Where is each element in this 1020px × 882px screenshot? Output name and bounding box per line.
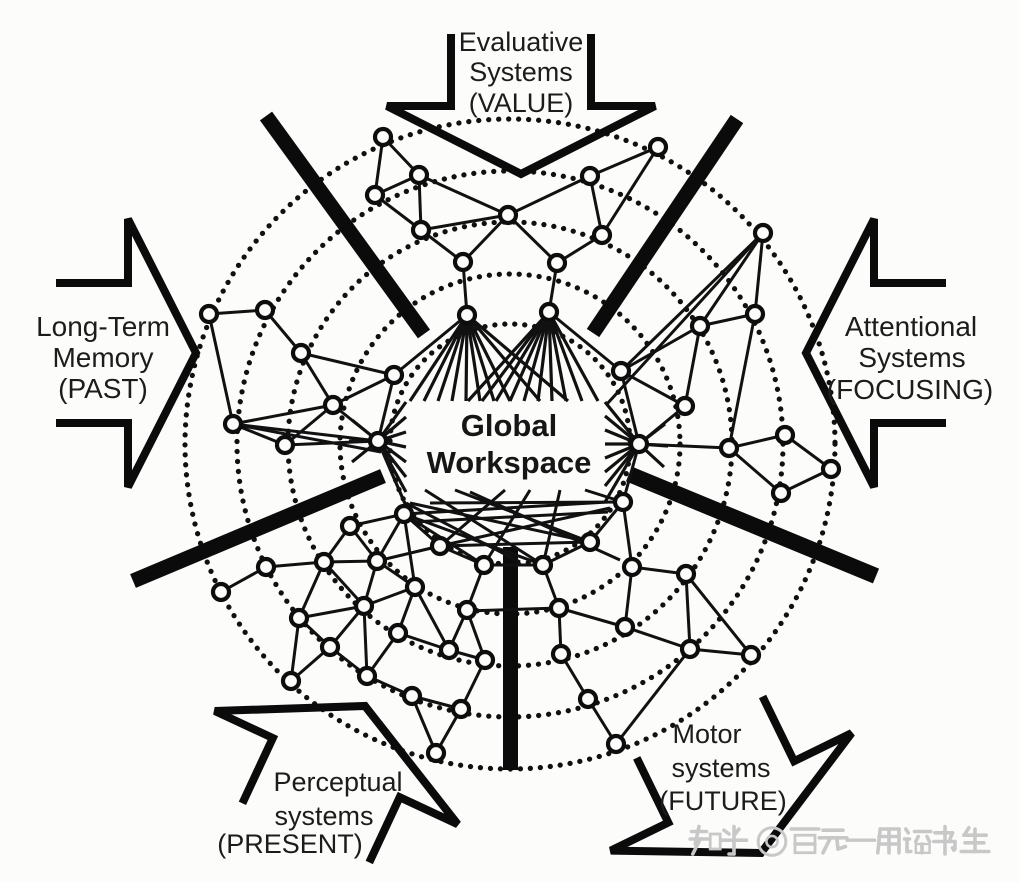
svg-text:Attentional: Attentional — [845, 311, 977, 342]
svg-text:Global: Global — [461, 408, 557, 443]
svg-text:systems: systems — [671, 753, 770, 783]
svg-text:Motor: Motor — [672, 719, 741, 749]
svg-text:Memory: Memory — [52, 342, 153, 373]
svg-text:Systems: Systems — [469, 57, 573, 87]
svg-text:Long-Term: Long-Term — [36, 311, 170, 342]
svg-text:systems: systems — [274, 801, 373, 831]
svg-text:(FUTURE): (FUTURE) — [659, 786, 786, 816]
svg-text:Workspace: Workspace — [427, 445, 592, 480]
svg-text:Systems: Systems — [858, 342, 965, 373]
svg-text:Perceptual: Perceptual — [273, 767, 402, 797]
svg-text:(VALUE): (VALUE) — [469, 88, 574, 118]
svg-text:(FOCUSING): (FOCUSING) — [827, 374, 993, 405]
svg-text:Evaluative: Evaluative — [459, 27, 584, 57]
svg-text:(PAST): (PAST) — [58, 373, 148, 404]
svg-text:(PRESENT): (PRESENT) — [217, 829, 363, 859]
